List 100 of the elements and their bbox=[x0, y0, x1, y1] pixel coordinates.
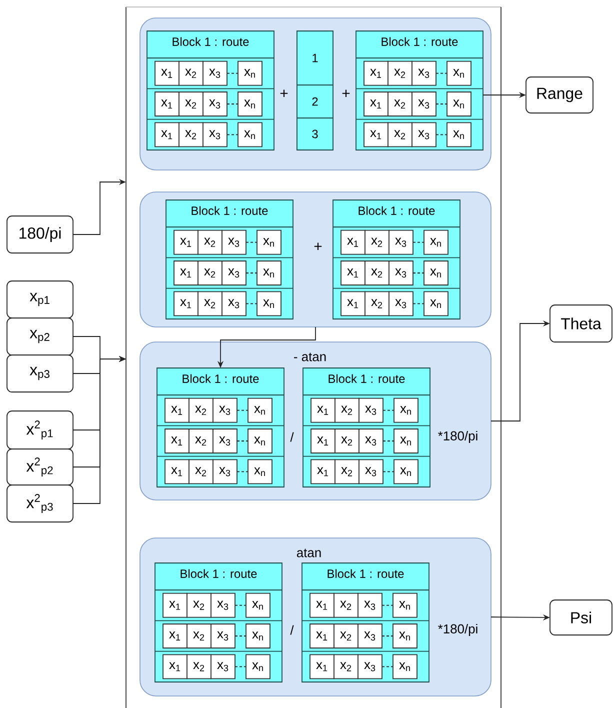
variable-cell: x$_{3}$ bbox=[210, 624, 236, 648]
dashed-line bbox=[382, 471, 394, 472]
variable-cell: x$_{1}$ bbox=[364, 60, 388, 86]
variable-cell: x$_{n}$ bbox=[394, 428, 418, 454]
variable-cell: x$_{n}$ bbox=[246, 654, 270, 680]
variable-cell: x$_{3}$ bbox=[388, 260, 414, 286]
variable-cell: x$_{1}$ bbox=[340, 291, 366, 316]
variable-cell: x$_{1}$ bbox=[364, 122, 388, 148]
variable-cell: x$_{n}$ bbox=[392, 654, 418, 680]
input-box: x$_{p1}$ bbox=[6, 280, 74, 318]
dashed-line bbox=[234, 604, 246, 606]
variable-cell: x$_{3}$ bbox=[358, 654, 382, 680]
dashed-line bbox=[412, 272, 424, 274]
variable-cell: x$_{1}$ bbox=[164, 398, 190, 423]
variable-cell: x$_{3}$ bbox=[388, 230, 414, 255]
variable-cell: x$_{3}$ bbox=[222, 291, 246, 316]
variable-cell: x$_{1}$ bbox=[174, 260, 198, 286]
variable-cell: x$_{2}$ bbox=[388, 122, 412, 148]
variable-cell: x$_{2}$ bbox=[334, 592, 358, 618]
variable-cell: x$_{3}$ bbox=[210, 654, 236, 680]
factor-label: *180/pi bbox=[438, 624, 478, 636]
variable-cell: x$_{3}$ bbox=[202, 92, 228, 116]
variable-cell: x$_{1}$ bbox=[310, 459, 336, 484]
variable-cell: x$_{n}$ bbox=[424, 230, 448, 255]
variable-cell: x$_{n}$ bbox=[246, 624, 270, 648]
dashed-line bbox=[246, 272, 258, 274]
input-box: x$^{2}$p2 bbox=[6, 448, 74, 486]
variable-cell: x$_{3}$ bbox=[388, 291, 414, 316]
dashed-line bbox=[226, 72, 238, 74]
input-box: x$_{p3}$ bbox=[6, 354, 74, 392]
variable-cell: x$_{3}$ bbox=[412, 122, 436, 148]
dashed-line bbox=[236, 440, 248, 442]
dashed-line bbox=[436, 72, 448, 74]
variable-cell: x$_{n}$ bbox=[246, 592, 270, 618]
variable-cell: x$_{3}$ bbox=[358, 592, 382, 618]
variable-cell: x$_{1}$ bbox=[162, 654, 188, 680]
variable-cell: x$_{1}$ bbox=[162, 592, 188, 618]
output-box: Range bbox=[526, 76, 594, 114]
variable-cell: x$_{2}$ bbox=[178, 122, 204, 148]
frame bbox=[126, 6, 502, 708]
input-box: x$^{2}$p1 bbox=[6, 410, 74, 450]
variable-cell: x$_{1}$ bbox=[310, 428, 336, 454]
variable-cell: x$_{2}$ bbox=[334, 624, 358, 648]
function-label: - atan bbox=[294, 352, 326, 362]
input-box: x$_{p2}$ bbox=[6, 318, 74, 356]
variable-cell: x$_{1}$ bbox=[164, 428, 190, 454]
dashed-line bbox=[412, 303, 424, 304]
dashed-line bbox=[382, 604, 394, 606]
variable-cell: x$_{2}$ bbox=[188, 459, 214, 484]
variable-cell: x$_{2}$ bbox=[186, 592, 212, 618]
variable-cell: x$_{3}$ bbox=[412, 60, 436, 86]
variable-cell: x$_{3}$ bbox=[222, 230, 246, 255]
dashed-line bbox=[236, 471, 248, 472]
number-cell: 1 bbox=[296, 30, 334, 86]
variable-cell: x$_{1}$ bbox=[162, 624, 188, 648]
dashed-line bbox=[236, 410, 248, 411]
variable-cell: x$_{2}$ bbox=[198, 230, 222, 255]
variable-cell: x$_{1}$ bbox=[310, 592, 334, 618]
variable-cell: x$_{1}$ bbox=[310, 624, 334, 648]
function-label: atan bbox=[296, 548, 321, 558]
variable-cell: x$_{2}$ bbox=[334, 398, 360, 423]
variable-cell: x$_{n}$ bbox=[256, 291, 282, 316]
operator-sign: / bbox=[290, 625, 294, 635]
variable-cell: x$_{1}$ bbox=[164, 459, 190, 484]
output-box: Theta bbox=[550, 304, 612, 342]
variable-cell: x$_{2}$ bbox=[364, 230, 390, 255]
dashed-line bbox=[234, 666, 246, 668]
variable-cell: x$_{3}$ bbox=[210, 592, 236, 618]
variable-cell: x$_{1}$ bbox=[364, 92, 388, 116]
variable-cell: x$_{n}$ bbox=[238, 60, 262, 86]
variable-cell: x$_{1}$ bbox=[340, 260, 366, 286]
variable-cell: x$_{n}$ bbox=[248, 428, 272, 454]
dashed-line bbox=[382, 440, 394, 442]
variable-cell: x$_{3}$ bbox=[358, 459, 384, 484]
variable-cell: x$_{3}$ bbox=[212, 459, 238, 484]
variable-cell: x$_{3}$ bbox=[412, 92, 436, 116]
variable-cell: x$_{3}$ bbox=[358, 398, 384, 423]
dashed-line bbox=[412, 242, 424, 243]
dashed-line bbox=[382, 666, 394, 668]
variable-cell: x$_{3}$ bbox=[202, 122, 228, 148]
variable-cell: x$_{n}$ bbox=[256, 230, 282, 255]
factor-label: *180/pi bbox=[438, 430, 478, 444]
variable-cell: x$_{2}$ bbox=[188, 428, 214, 454]
dashed-line bbox=[436, 134, 448, 136]
variable-cell: x$_{2}$ bbox=[364, 291, 390, 316]
variable-cell: x$_{n}$ bbox=[392, 592, 418, 618]
dashed-line bbox=[246, 303, 258, 304]
variable-cell: x$_{n}$ bbox=[238, 122, 262, 148]
variable-cell: x$_{1}$ bbox=[154, 92, 180, 116]
variable-cell: x$_{3}$ bbox=[212, 398, 238, 423]
variable-cell: x$_{3}$ bbox=[202, 60, 228, 86]
variable-cell: x$_{n}$ bbox=[238, 92, 262, 116]
variable-cell: x$_{n}$ bbox=[446, 60, 472, 86]
variable-cell: x$_{2}$ bbox=[188, 398, 214, 423]
variable-cell: x$_{n}$ bbox=[392, 624, 418, 648]
output-box: Psi bbox=[550, 600, 612, 636]
variable-cell: x$_{1}$ bbox=[174, 230, 198, 255]
number-cell: 2 bbox=[296, 84, 334, 118]
operator-sign: + bbox=[314, 242, 322, 250]
variable-cell: x$_{1}$ bbox=[174, 291, 198, 316]
